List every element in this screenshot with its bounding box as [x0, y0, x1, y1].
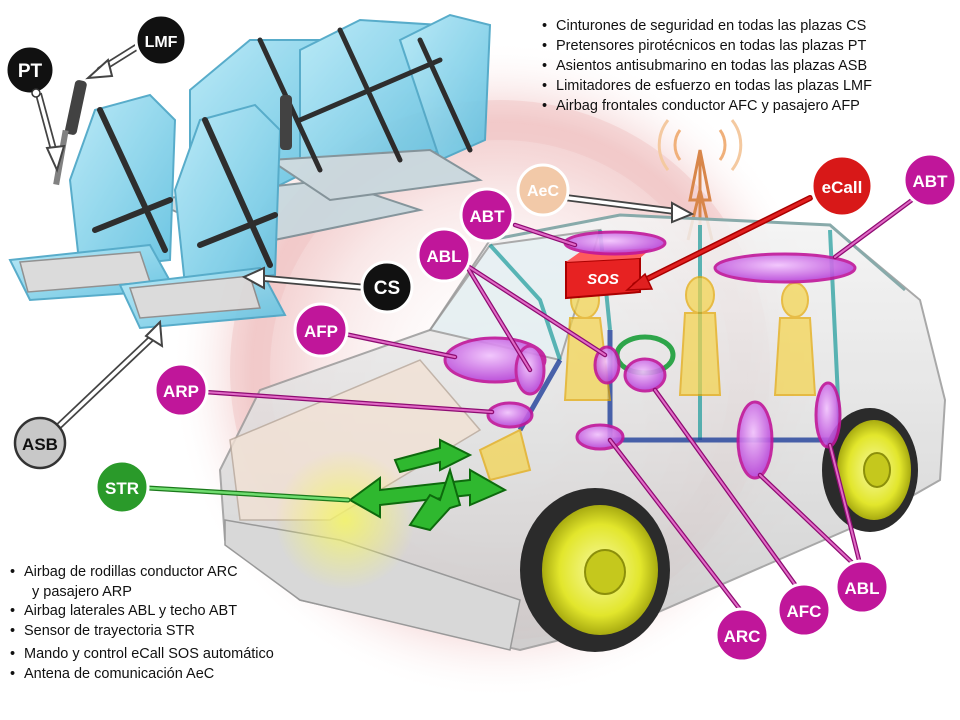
legend-item-ecall: Mando y control eCall SOS automático — [8, 645, 274, 665]
badge-lmf-label: LMF — [145, 34, 178, 51]
airbag-lateral-front — [593, 345, 621, 385]
badge-abl-left-label: ABL — [427, 247, 462, 266]
badge-abt-left: ABT — [459, 187, 515, 243]
bottom-legend-list: Airbag de rodillas conductor ARC y pasaj… — [8, 563, 274, 684]
badge-lmf: LMF — [134, 13, 188, 67]
badge-pt: PT — [4, 44, 56, 98]
airbag-driver-front — [623, 357, 667, 393]
badge-asb: ASB — [13, 416, 67, 470]
airbags — [443, 230, 857, 480]
badge-aec: AeC — [516, 163, 570, 217]
badge-cs: CS — [360, 260, 414, 314]
badge-afc: AFC — [776, 582, 832, 638]
front-wheel — [520, 488, 670, 652]
direction-arrows-icon — [348, 438, 508, 532]
legend-item-str: Sensor de trayectoria STR — [8, 622, 274, 642]
legend-item-pt: Pretensores pirotécnicos en todas las pl… — [540, 36, 872, 56]
badge-arp: ARP — [153, 362, 209, 418]
legend-item-afc-afp: Airbag frontales conductor AFC y pasajer… — [540, 96, 872, 116]
airbag-roof-rear — [713, 252, 857, 284]
antenna-icon — [657, 119, 743, 241]
badge-abt-right-label: ABT — [913, 172, 949, 191]
badge-abl-right-label: ABL — [845, 579, 880, 598]
badge-asb-label: ASB — [22, 435, 58, 454]
badge-arc: ARC — [714, 607, 770, 663]
badge-ecall: eCall — [810, 154, 874, 218]
badge-pt-label: PT — [18, 61, 43, 82]
badge-afc-label: AFC — [787, 602, 822, 621]
airbag-lateral-rear-2 — [814, 381, 842, 449]
legend-item-cs: Cinturones de seguridad en todas las pla… — [540, 16, 872, 36]
badge-arp-label: ARP — [163, 382, 199, 401]
badge-arc-label: ARC — [724, 627, 761, 646]
legend-item-aec: Antena de comunicación AeC — [8, 665, 274, 685]
badge-abt-left-label: ABT — [470, 207, 506, 226]
badge-afp: AFP — [293, 302, 349, 358]
badge-str-label: STR — [105, 479, 139, 498]
sos-label: SOS — [587, 271, 619, 288]
legend-item-asb: Asientos antisubmarino en todas las plaz… — [540, 56, 872, 76]
legend-item-arc: Airbag de rodillas conductor ARC — [8, 563, 274, 583]
legend-item-arp: y pasajero ARP — [32, 583, 132, 600]
legend-item-lmf: Limitadores de esfuerzo en todas las pla… — [540, 76, 872, 96]
badge-ecall-label: eCall — [822, 178, 863, 197]
airbag-roof-front — [563, 230, 667, 256]
top-legend-list: Cinturones de seguridad en todas las pla… — [540, 16, 872, 116]
badge-cs-label: CS — [374, 278, 400, 299]
airbag-knee-passenger — [486, 401, 534, 429]
legend-item-abl-abt: Airbag laterales ABL y techo ABT — [8, 602, 274, 622]
sos-panel-icon: SOS — [565, 248, 652, 300]
badge-abl-right: ABL — [834, 559, 890, 615]
badge-afp-label: AFP — [304, 322, 338, 341]
badge-abl-left: ABL — [416, 227, 472, 283]
badge-abt-right: ABT — [902, 152, 958, 208]
connector-lines — [34, 41, 915, 615]
airbag-lateral-rear-1 — [736, 400, 774, 480]
seats-illustration — [8, 13, 492, 330]
badge-aec-label: AeC — [527, 183, 559, 200]
badge-str: STR — [94, 459, 150, 515]
